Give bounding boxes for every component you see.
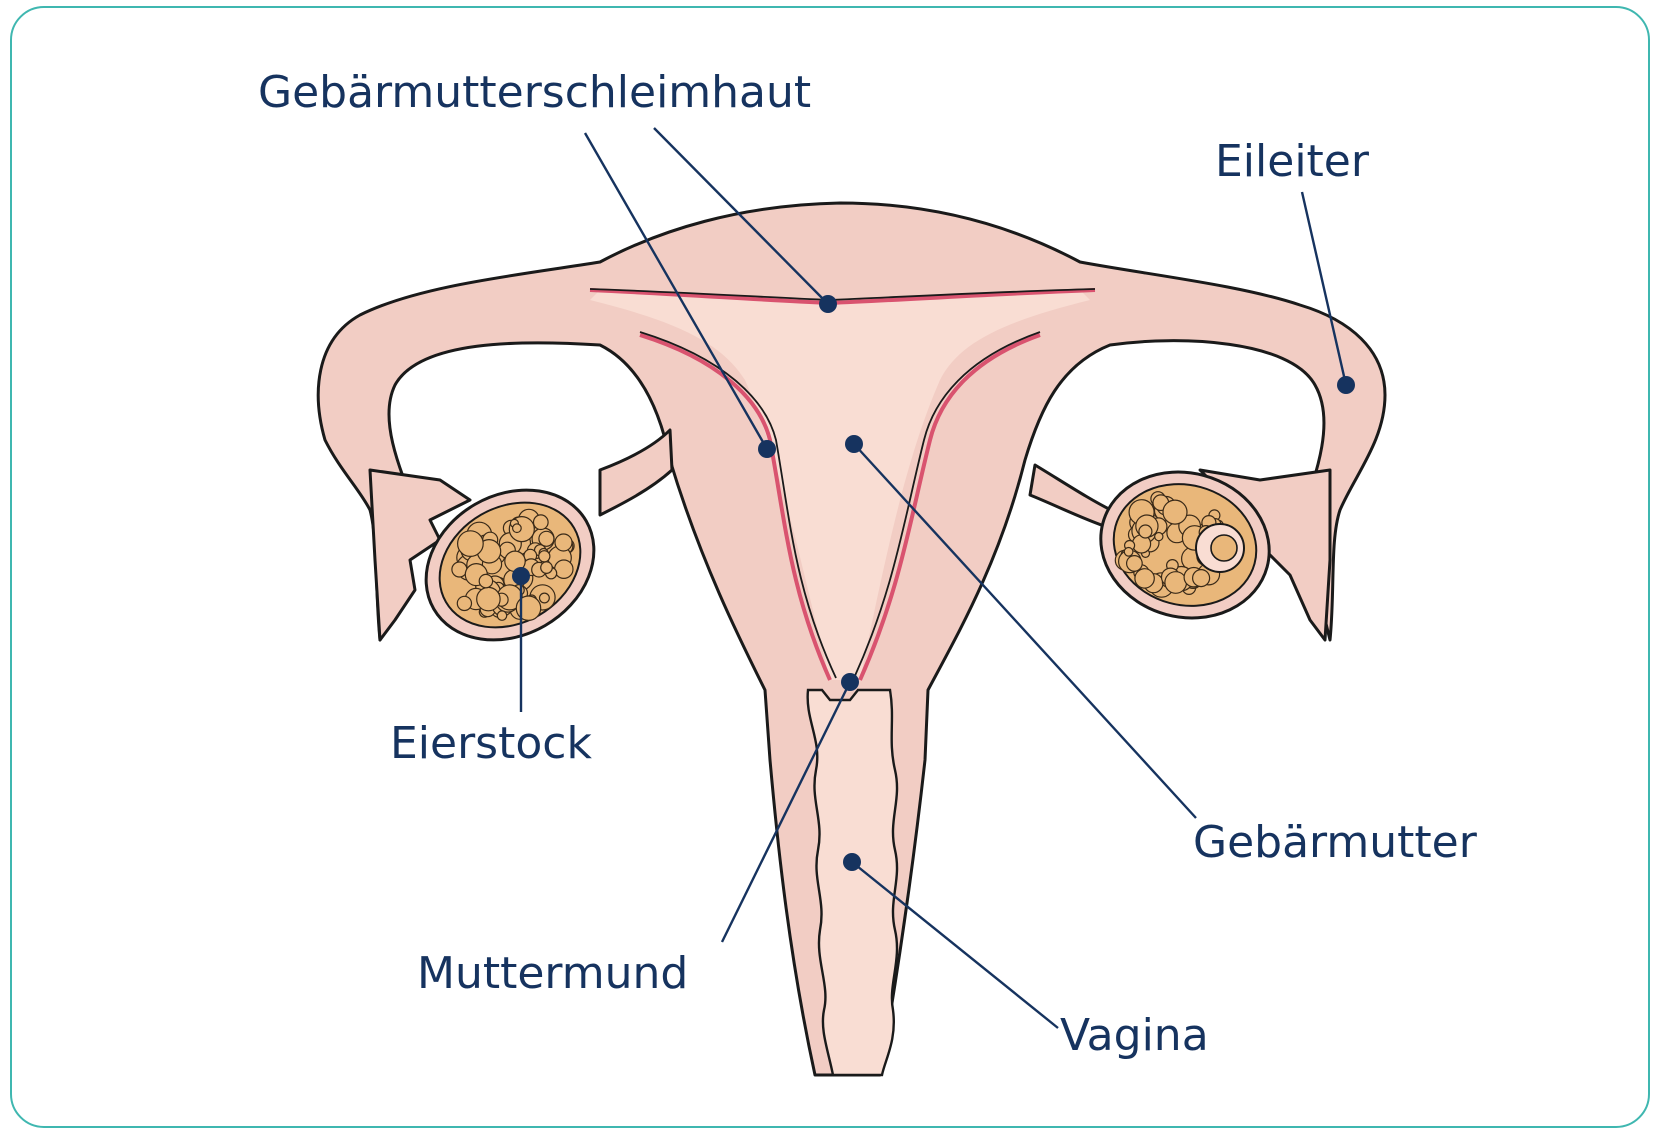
label-vagina: Vagina bbox=[1060, 1010, 1209, 1061]
follicle bbox=[555, 560, 573, 578]
endometrium-top-marker bbox=[819, 295, 837, 313]
follicle bbox=[1139, 525, 1152, 538]
ovary-marker bbox=[512, 567, 530, 585]
follicle bbox=[1193, 570, 1210, 587]
follicle bbox=[1163, 500, 1187, 524]
follicle bbox=[539, 531, 554, 546]
follicle bbox=[477, 587, 500, 610]
follicle bbox=[1165, 572, 1187, 594]
endometrium-side-marker bbox=[758, 440, 776, 458]
follicle bbox=[541, 562, 553, 574]
follicle bbox=[540, 593, 550, 603]
follicle bbox=[539, 551, 550, 562]
follicle bbox=[458, 531, 484, 557]
label-uterus: Gebärmutter bbox=[1193, 817, 1478, 868]
label-ovary: Eierstock bbox=[390, 718, 592, 769]
follicle bbox=[1135, 569, 1154, 588]
label-cervix: Muttermund bbox=[417, 948, 688, 999]
follicle bbox=[1127, 556, 1143, 572]
cervix-marker bbox=[841, 673, 859, 691]
follicle bbox=[452, 562, 467, 577]
follicle bbox=[1124, 548, 1133, 557]
follicle bbox=[479, 574, 492, 587]
follicle bbox=[497, 611, 506, 620]
follicle bbox=[457, 596, 471, 610]
fallopian-tube-marker bbox=[1337, 376, 1355, 394]
vagina-marker bbox=[843, 853, 861, 871]
follicle bbox=[555, 534, 572, 551]
right-ovary bbox=[1030, 453, 1330, 640]
label-fallopian-tube: Eileiter bbox=[1215, 136, 1370, 187]
follicle bbox=[513, 524, 522, 533]
follicle bbox=[534, 515, 549, 530]
uterus-marker bbox=[845, 435, 863, 453]
follicle bbox=[1155, 533, 1163, 541]
label-endometrium: Gebärmutterschleimhaut bbox=[258, 67, 811, 118]
